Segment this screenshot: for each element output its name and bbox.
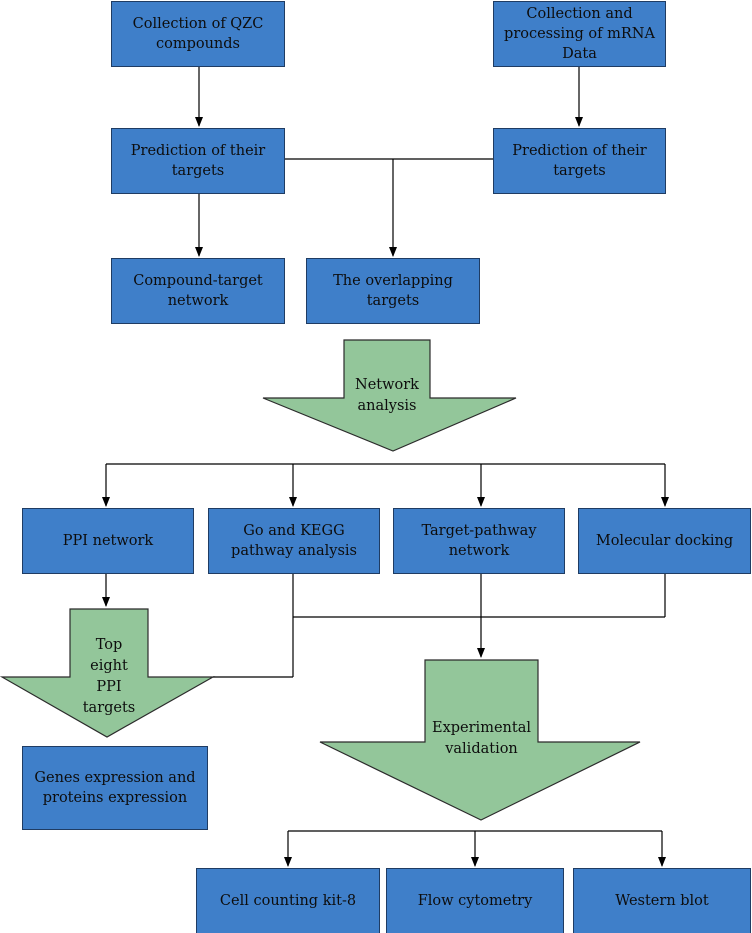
western-blot-box: Western blot: [573, 868, 751, 933]
molecular-docking-box: Molecular docking: [578, 508, 751, 574]
genes-proteins-box: Genes expression and proteins expression: [22, 746, 208, 830]
prediction-left-label: Prediction of their targets: [130, 143, 266, 179]
top-eight-block-arrow: [0, 608, 216, 738]
prediction-right-box: Prediction of their targets: [493, 128, 666, 194]
go-kegg-label: Go and KEGG pathway analysis: [231, 523, 357, 559]
top-eight-label: Top eight PPI targets: [82, 637, 136, 716]
prediction-left-box: Prediction of their targets: [111, 128, 285, 194]
network-analysis-block-arrow: [262, 339, 517, 452]
overlapping-targets-label: The overlapping targets: [333, 273, 453, 309]
cck8-box: Cell counting kit-8: [196, 868, 380, 933]
network-analysis-label: Network analysis: [355, 377, 419, 414]
compound-target-network-label: Compound-target network: [133, 273, 263, 309]
cck8-label: Cell counting kit-8: [219, 893, 357, 909]
western-blot-label: Western blot: [615, 893, 709, 909]
mrna-data-label: Collection and processing of mRNA Data: [504, 6, 655, 62]
qzc-compounds-box: Collection of QZC compounds: [111, 1, 285, 67]
target-pathway-label: Target-pathway network: [421, 523, 537, 559]
target-pathway-box: Target-pathway network: [393, 508, 565, 574]
genes-proteins-label: Genes expression and proteins expression: [34, 770, 196, 806]
mrna-data-box: Collection and processing of mRNA Data: [493, 1, 666, 67]
flow-cytometry-box: Flow cytometry: [386, 868, 564, 933]
flow-cytometry-label: Flow cytometry: [417, 893, 533, 909]
go-kegg-box: Go and KEGG pathway analysis: [208, 508, 380, 574]
experimental-validation-block-arrow: [319, 659, 641, 821]
prediction-right-label: Prediction of their targets: [512, 143, 647, 179]
ppi-network-label: PPI network: [62, 533, 154, 549]
overlapping-targets-box: The overlapping targets: [306, 258, 480, 324]
ppi-network-box: PPI network: [22, 508, 194, 574]
compound-target-network-box: Compound-target network: [111, 258, 285, 324]
qzc-compounds-label: Collection of QZC compounds: [132, 16, 264, 52]
experimental-validation-label: Experimental validation: [432, 720, 531, 757]
molecular-docking-label: Molecular docking: [595, 533, 734, 549]
